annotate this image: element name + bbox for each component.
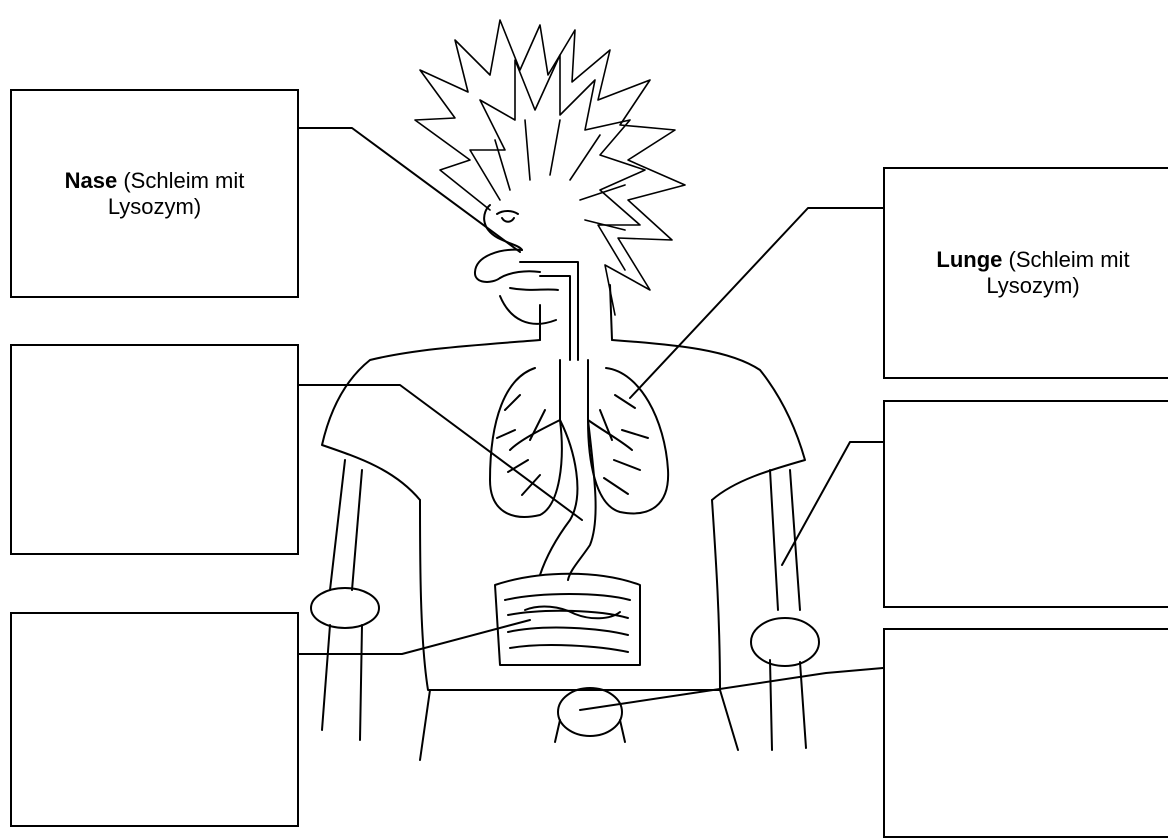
leader-right2 — [782, 442, 883, 565]
leader-nose — [299, 128, 520, 252]
label-box-bladder[interactable] — [883, 628, 1168, 838]
digestive-drawing — [495, 420, 640, 742]
leader-left3 — [299, 620, 530, 654]
label-box-intestine[interactable] — [10, 612, 299, 827]
label-note-nose: (Schleim mit Lysozym) — [108, 168, 245, 219]
leader-lines — [299, 128, 883, 710]
label-term-lung: Lunge — [936, 247, 1002, 272]
label-box-nose[interactable]: Nase (Schleim mit Lysozym) — [10, 89, 299, 298]
label-term-nose: Nase — [65, 168, 118, 193]
lungs-drawing — [490, 360, 668, 517]
label-box-lung[interactable]: Lunge (Schleim mit Lysozym) — [883, 167, 1168, 379]
label-box-skin[interactable] — [883, 400, 1168, 608]
label-text-nose: Nase (Schleim mit Lysozym) — [22, 168, 287, 220]
label-note-lung: (Schleim mit Lysozym) — [986, 247, 1129, 298]
label-text-lung: Lunge (Schleim mit Lysozym) — [895, 247, 1168, 299]
hair-drawing — [415, 20, 685, 315]
head-drawing — [475, 205, 612, 360]
label-box-stomach[interactable] — [10, 344, 299, 555]
